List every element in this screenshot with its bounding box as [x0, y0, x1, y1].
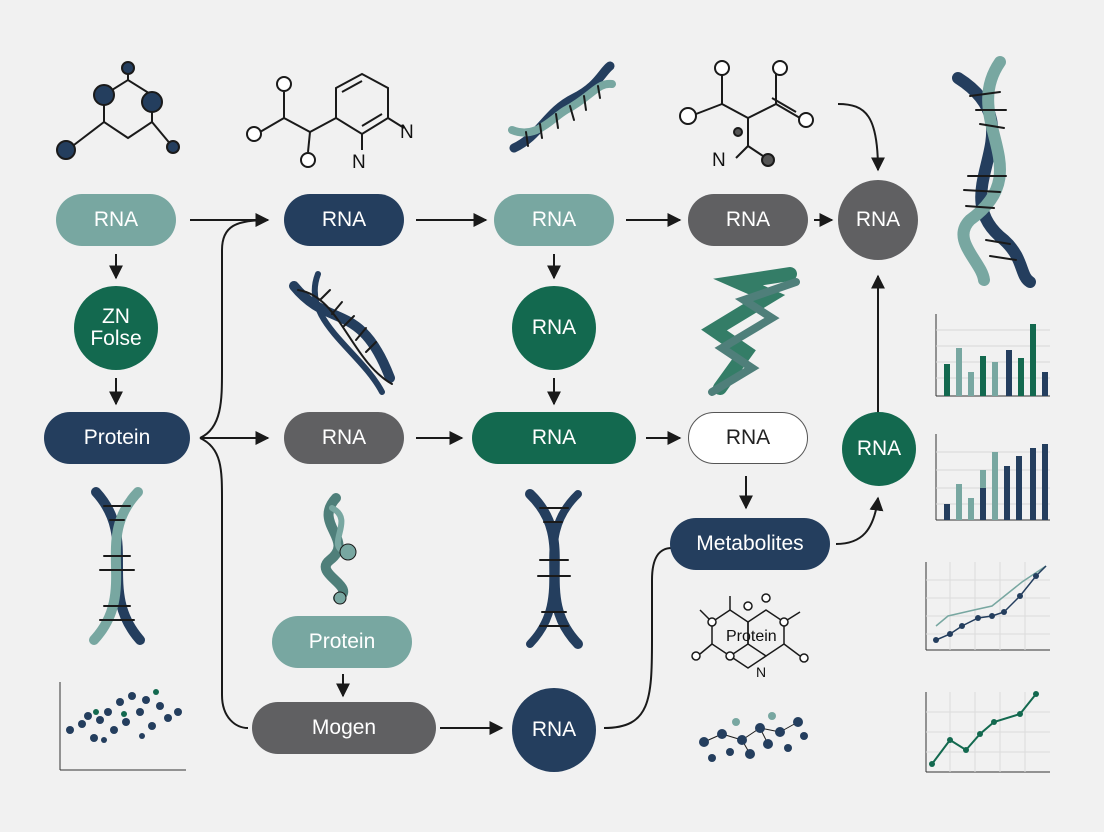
scatter-plot-bottom-left: [59, 682, 186, 771]
node-metabolites[interactable]: Metabolites: [670, 518, 830, 570]
arrow-top-curve-down: [837, 103, 885, 172]
protein-ribbon-middle-right: [701, 267, 800, 396]
node-rna-row2-2[interactable]: RNA: [472, 412, 636, 464]
connector-arrows: [109, 103, 885, 735]
node-rna-2[interactable]: RNA: [284, 194, 404, 246]
node-rna-1[interactable]: RNA: [56, 194, 176, 246]
arrow-metabolites-to-rna-right: [835, 496, 884, 545]
molecule-top-left: [56, 61, 180, 160]
bar-chart-right-2: [935, 434, 1050, 521]
node-rna-row2-3[interactable]: RNA: [688, 412, 808, 464]
molecule-label-n-3: N: [712, 150, 726, 171]
node-zn-folse[interactable]: ZN Folse: [74, 286, 158, 370]
dna-helix-middle-left: [289, 271, 395, 395]
molecule-label-n-4: N: [756, 664, 767, 680]
line-chart-right-1: [925, 562, 1050, 651]
molecule-label-protein: Protein: [726, 628, 777, 645]
node-rna-mid-circle[interactable]: RNA: [512, 286, 596, 370]
dna-helix-top-right: [952, 56, 1036, 288]
arrow-branch-up: [199, 219, 269, 439]
node-protein[interactable]: Protein: [44, 412, 190, 464]
arrow-branch-down: [199, 437, 249, 729]
node-rna-row2-1[interactable]: RNA: [284, 412, 404, 464]
arrow-rna-bottom-to-metabolites: [603, 547, 673, 729]
dna-helix-top-center: [508, 61, 616, 153]
node-rna-bottom-circle[interactable]: RNA: [512, 688, 596, 772]
node-rna-4[interactable]: RNA: [688, 194, 808, 246]
molecule-top-fourth: [679, 60, 814, 167]
node-mogen[interactable]: Mogen: [252, 702, 436, 754]
node-protein-lower[interactable]: Protein: [272, 616, 412, 668]
bar-chart-right-1: [935, 314, 1050, 397]
node-rna-5[interactable]: RNA: [838, 180, 918, 260]
node-rna-3[interactable]: RNA: [494, 194, 614, 246]
protein-ribbon-lower: [320, 493, 357, 605]
dna-helix-center-bottom: [525, 489, 583, 649]
molecule-bottom: [691, 593, 809, 669]
node-rna-right-circle[interactable]: RNA: [842, 412, 916, 486]
network-cluster-bottom: [699, 712, 808, 762]
molecule-label-n-2: N: [352, 152, 366, 173]
molecule-label-n: N: [400, 122, 414, 143]
molecule-top-second: [246, 72, 405, 168]
line-chart-right-2: [925, 691, 1050, 773]
dna-helix-left-vertical: [89, 487, 145, 645]
